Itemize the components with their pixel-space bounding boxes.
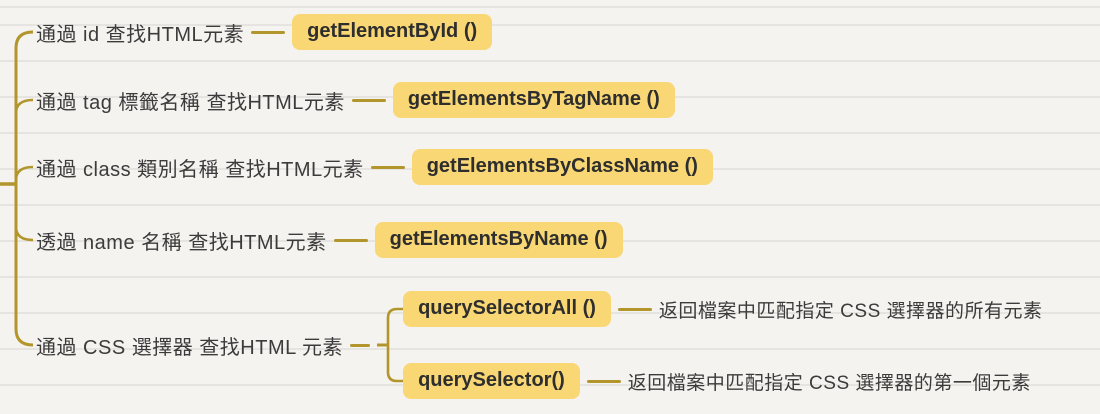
subbranch-row-queryselectorall: querySelectorAll () 返回檔案中匹配指定 CSS 選擇器的所有… xyxy=(403,291,1042,327)
method-badge-getelementsbytagname[interactable]: getElementsByTagName () xyxy=(392,82,675,118)
connector-line xyxy=(351,98,386,102)
connector-line xyxy=(350,343,371,347)
method-badge-getelementsbyname[interactable]: getElementsByName () xyxy=(374,222,623,258)
method-badge-queryselector[interactable]: querySelector() xyxy=(403,363,580,399)
method-badge-getelementbyid[interactable]: getElementById () xyxy=(292,14,493,50)
connector-line xyxy=(251,30,286,34)
branch-label-id[interactable]: 通過 id 查找HTML元素 xyxy=(36,23,245,46)
method-badge-getelementsbyclassname[interactable]: getElementsByClassName () xyxy=(411,149,713,185)
branch-label-class[interactable]: 通過 class 類別名稱 查找HTML元素 xyxy=(36,158,364,181)
branch-row-name: 透過 name 名稱 查找HTML元素 getElementsByName () xyxy=(36,222,623,258)
css-selector-children: querySelectorAll () 返回檔案中匹配指定 CSS 選擇器的所有… xyxy=(403,291,1042,399)
trunk-line xyxy=(14,30,34,347)
branch-label-tag[interactable]: 通過 tag 標籤名稱 查找HTML元素 xyxy=(36,91,345,114)
connector-line xyxy=(370,165,405,169)
branch-row-tag: 通過 tag 標籤名稱 查找HTML元素 getElementsByTagNam… xyxy=(36,82,675,118)
method-description-queryselector[interactable]: 返回檔案中匹配指定 CSS 選擇器的第一個元素 xyxy=(627,372,1031,394)
connector-line xyxy=(333,238,368,242)
branch-row-css-selector: 通過 CSS 選擇器 查找HTML 元素 querySelectorAll ()… xyxy=(36,291,1043,399)
branch-row-class: 通過 class 類別名稱 查找HTML元素 getElementsByClas… xyxy=(36,149,713,185)
method-badge-queryselectorall[interactable]: querySelectorAll () xyxy=(403,291,611,327)
branch-row-id: 通過 id 查找HTML元素 getElementById () xyxy=(36,14,493,50)
subbranch-row-queryselector: querySelector() 返回檔案中匹配指定 CSS 選擇器的第一個元素 xyxy=(403,363,1042,399)
branch-label-name[interactable]: 透過 name 名稱 查找HTML元素 xyxy=(36,231,327,254)
connector-line xyxy=(617,307,652,311)
fork-connector-lines xyxy=(377,307,404,383)
branch-line-3 xyxy=(14,165,34,181)
branch-line-2 xyxy=(14,98,34,114)
branch-label-css-selector[interactable]: 通過 CSS 選擇器 查找HTML 元素 xyxy=(36,336,344,359)
method-description-queryselectorall[interactable]: 返回檔案中匹配指定 CSS 選擇器的所有元素 xyxy=(658,300,1043,322)
branch-line-4 xyxy=(14,226,34,242)
connector-line xyxy=(586,379,621,383)
